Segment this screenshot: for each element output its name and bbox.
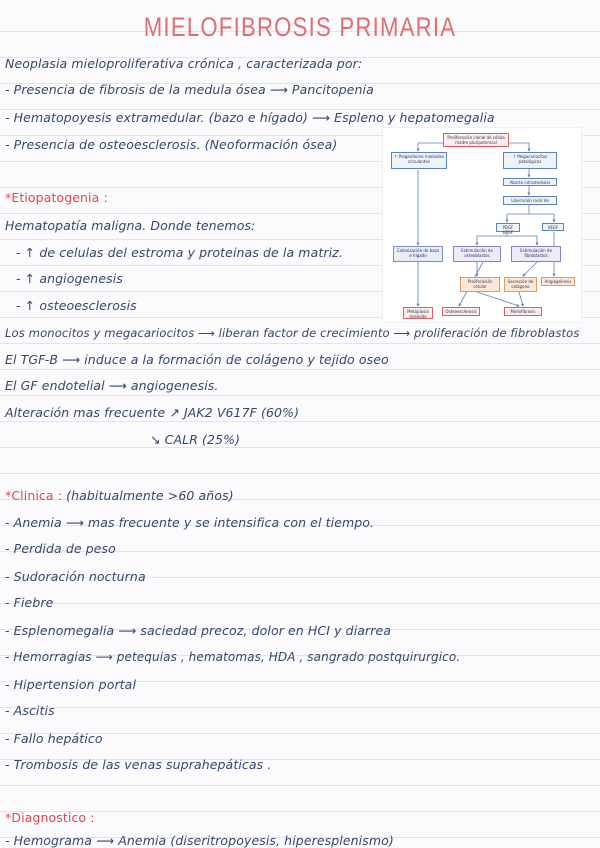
- etiopatogenia-heading: *Etiopatogenia :: [5, 190, 108, 205]
- box-vegf: VEGF: [542, 223, 564, 231]
- intro-line-4: - Presencia de osteoesclerosis. (Neoform…: [5, 137, 338, 152]
- clinica-line-4: - Fiebre: [5, 595, 54, 610]
- diagnostico-heading: *Diagnostico :: [5, 810, 95, 825]
- clinica-line-6: - Hemorragias ⟶ petequias , hematomas, H…: [5, 650, 461, 664]
- box-proliferacion-clonal: Proliferación clonal de célula madre plu…: [443, 133, 509, 147]
- box-secrecion-colageno: Secreción de colágeno: [504, 277, 537, 292]
- box-metaplasia: Metaplasia mieloide: [403, 307, 433, 319]
- box-liberacion: Liberación local de: [503, 196, 557, 205]
- box-aborto: Aborto intramedular: [503, 178, 557, 186]
- page-title: MIELOFIBROSIS PRIMARIA: [143, 12, 457, 42]
- clinica-line-5: - Esplenomegalia ⟶ saciedad precoz, dolo…: [5, 623, 392, 638]
- etio-line-1: Hematopatía maligna. Donde tenemos:: [5, 218, 256, 233]
- box-estimulacion-osteoblastos: Estimulación de osteoblastos: [453, 246, 501, 262]
- diagram-arrows: [416, 142, 556, 307]
- clinica-heading: *Clinica : (habitualmente >60 años): [5, 488, 234, 503]
- clinica-line-9: - Fallo hepático: [5, 731, 103, 746]
- clinica-line-8: - Ascitis: [5, 703, 55, 718]
- box-colonizacion: Colonización de bazo e hígado: [393, 246, 443, 262]
- clinica-line-10: - Trombosis de las venas suprahepáticas …: [5, 757, 272, 772]
- etio-line-7: El GF endotelial ⟶ angiogenesis.: [5, 378, 219, 393]
- clinica-line-7: - Hipertension portal: [5, 677, 137, 692]
- box-progenitores: ↑ Progenitores mieloides circulantes: [391, 152, 447, 169]
- etio-line-9: ↘ CALR (25%): [150, 432, 241, 447]
- etio-line-3: - ↑ angiogenesis: [16, 271, 123, 286]
- box-angiogenesis: Angiogénesis: [541, 277, 575, 286]
- clinica-heading-label: *Clinica :: [5, 488, 63, 503]
- pathophysiology-diagram: Proliferación clonal de célula madre plu…: [383, 128, 581, 322]
- intro-line-1: Neoplasia mieloproliferativa crónica , c…: [5, 56, 363, 71]
- diagnostico-line-1: - Hemograma ⟶ Anemia (diseritropoyesis, …: [5, 833, 394, 848]
- box-mielofibrosis: Mielofibrosis: [504, 307, 542, 316]
- clinica-heading-note: (habitualmente >60 años): [62, 488, 234, 503]
- intro-line-3: - Hematopoyesis extramedular. (bazo e hí…: [5, 110, 495, 125]
- box-megacariocitos: ↑ Megacariocitos patológicos: [503, 152, 557, 169]
- intro-line-2: - Presencia de fibrosis de la medula óse…: [5, 82, 374, 97]
- box-osteoesclerosis: Osteoesclerosis: [442, 307, 480, 316]
- etio-line-4: - ↑ osteoesclerosis: [16, 298, 137, 313]
- box-pdgf: PDGF bFGF: [496, 223, 520, 235]
- box-proliferacion-celular: Proliferación celular: [460, 277, 500, 292]
- clinica-line-1: - Anemia ⟶ mas frecuente y se intensific…: [5, 515, 375, 530]
- etio-line-6: El TGF-B ⟶ induce a la formación de colá…: [5, 352, 389, 367]
- box-estimulacion-fibroblastos: Estimulación de fibroblastos: [511, 246, 561, 262]
- clinica-line-2: - Perdida de peso: [5, 541, 116, 556]
- clinica-line-3: - Sudoración nocturna: [5, 569, 146, 584]
- etio-line-5: Los monocitos y megacariocitos ⟶ liberan…: [5, 326, 580, 340]
- etio-line-8: Alteración mas frecuente ↗ JAK2 V617F (6…: [5, 405, 300, 420]
- etio-line-2: - ↑ de celulas del estroma y proteinas d…: [16, 245, 343, 260]
